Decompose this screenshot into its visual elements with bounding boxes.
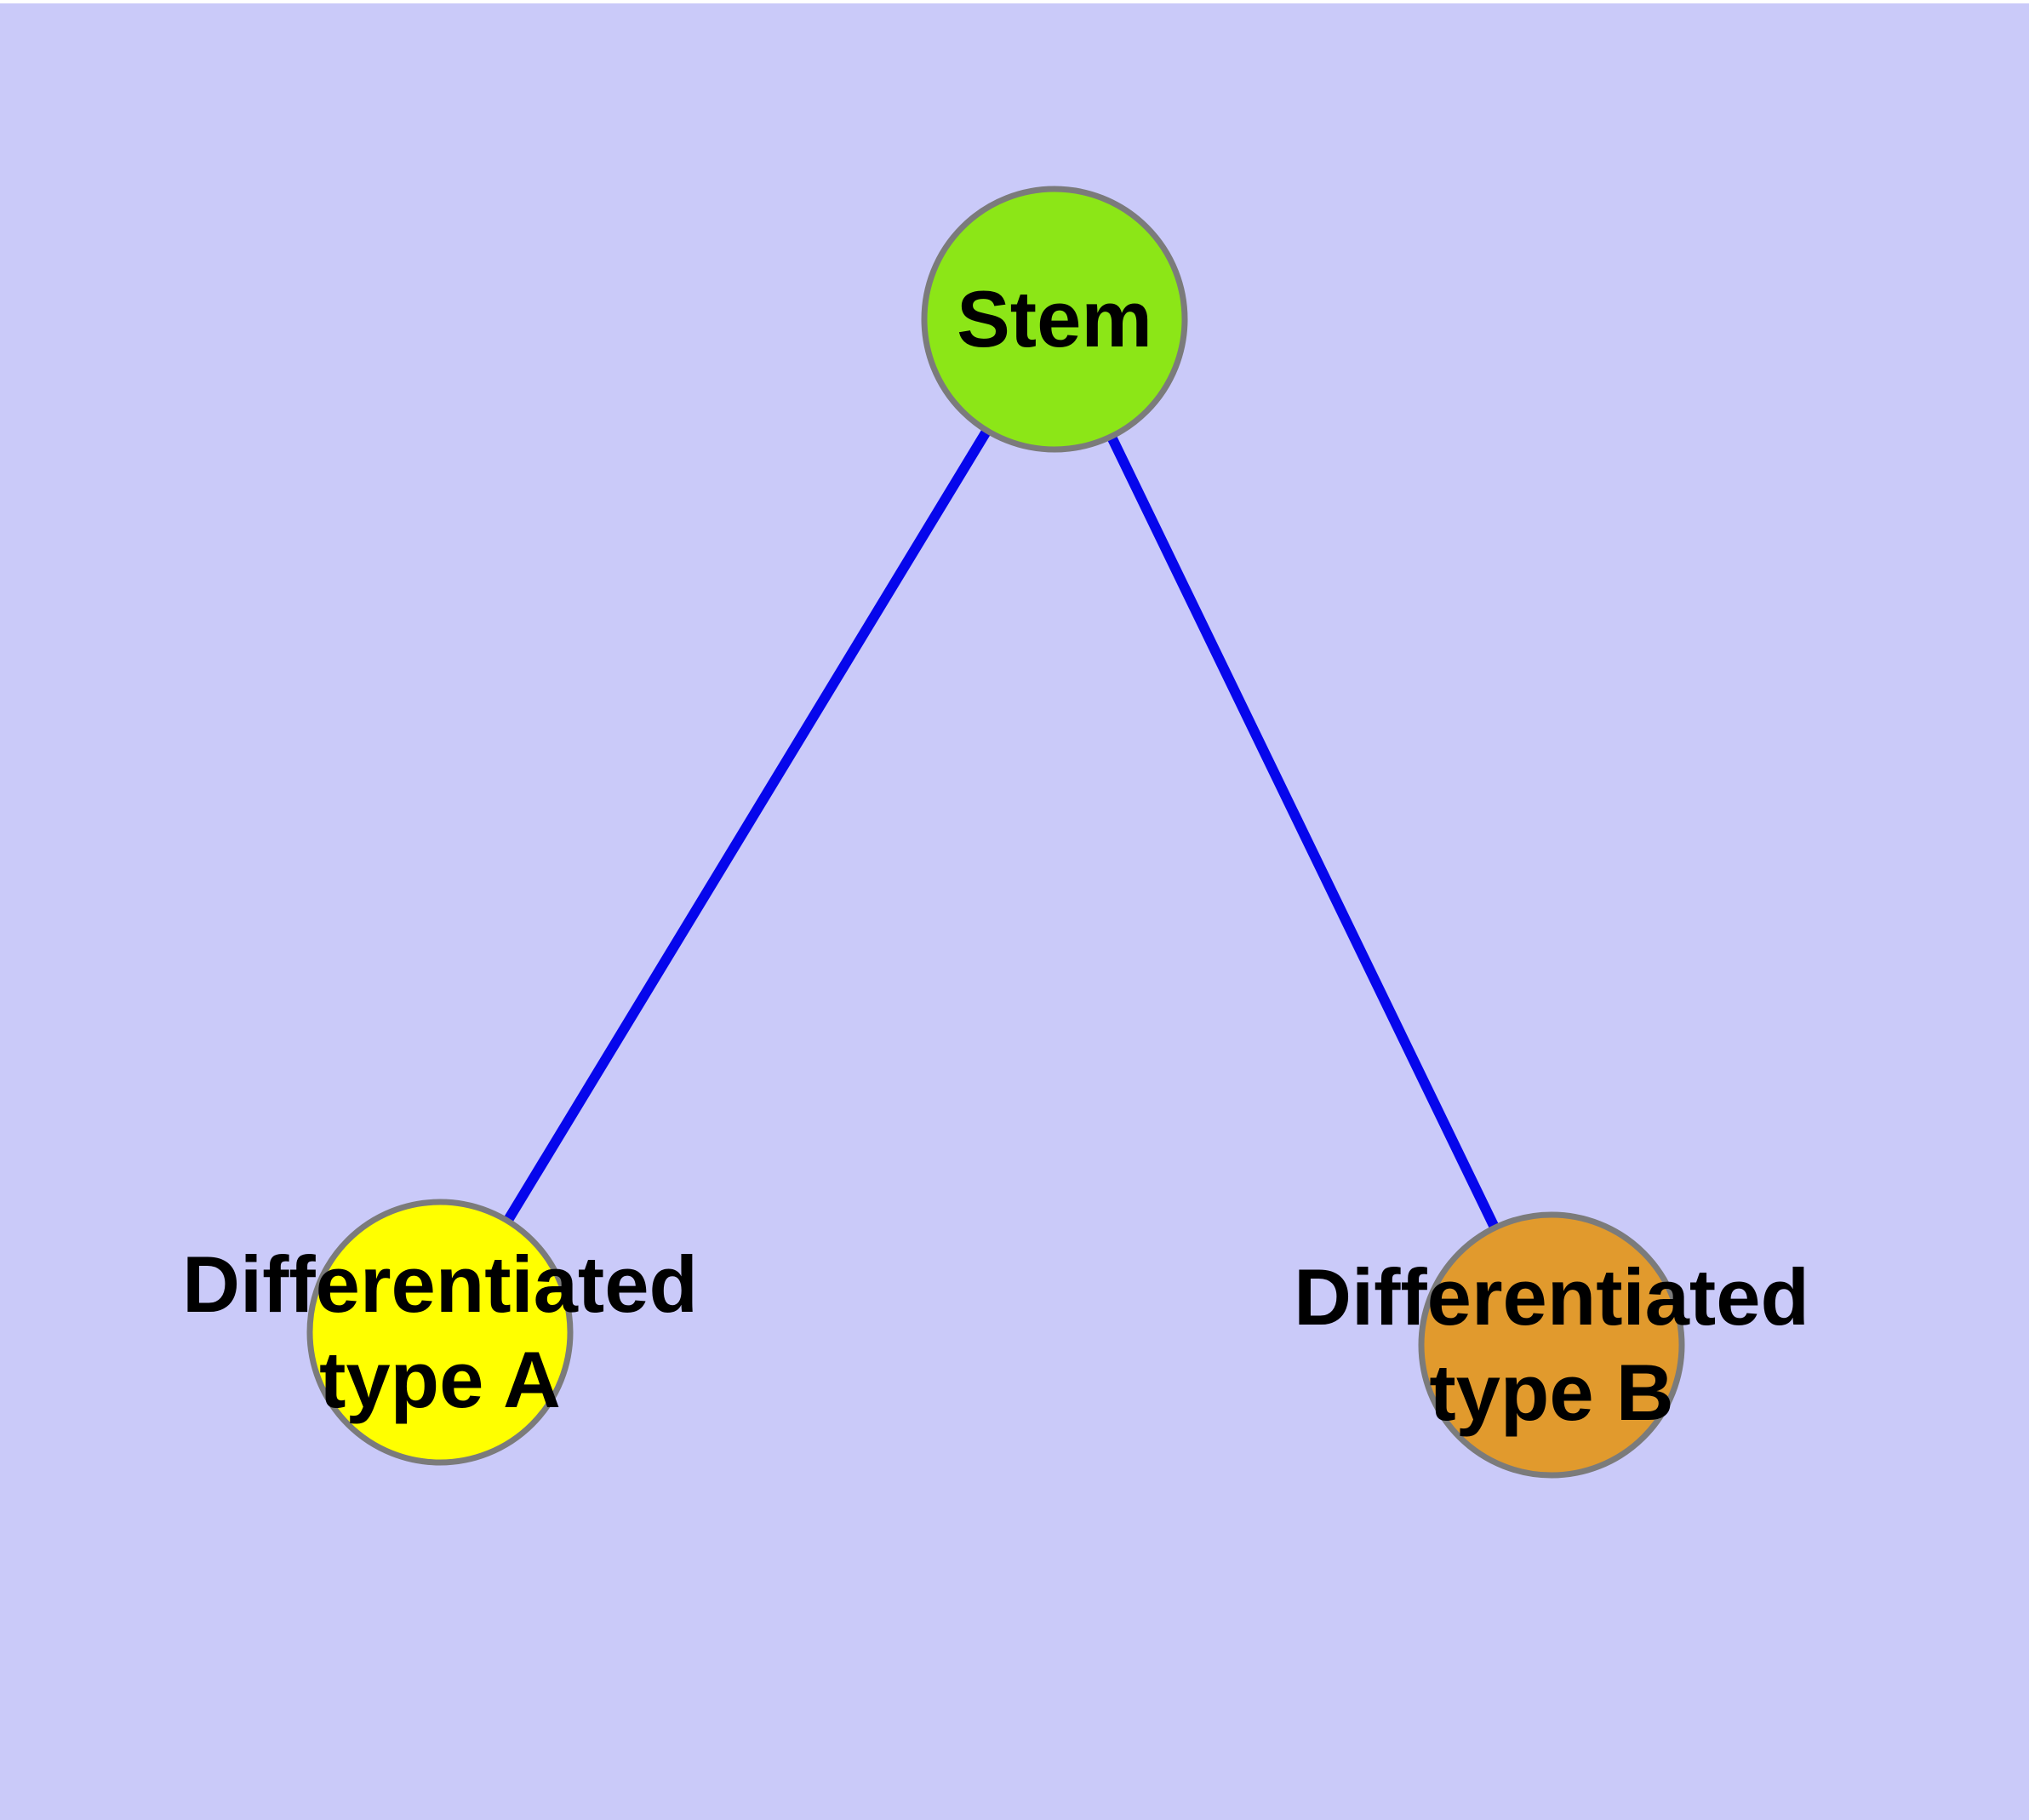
edge-stem-to-differentiated-type-a [435,316,1060,1336]
graph-svg [306,186,1685,1479]
node-circle-differentiated-type-a [306,1199,574,1466]
node-circle-stem [921,186,1188,453]
node-label-line: type B [1429,1348,1674,1437]
node-circle-differentiated-type-b [1418,1211,1685,1479]
node-label-line: Differentiated [1294,1252,1809,1342]
node-label-line: Differentiated [182,1239,698,1329]
node-label-line: Stem [957,274,1152,363]
node-label-line: type A [319,1335,561,1424]
node-label-stem: Stem [957,272,1152,367]
edge-stem-to-differentiated-type-b [1049,317,1557,1348]
